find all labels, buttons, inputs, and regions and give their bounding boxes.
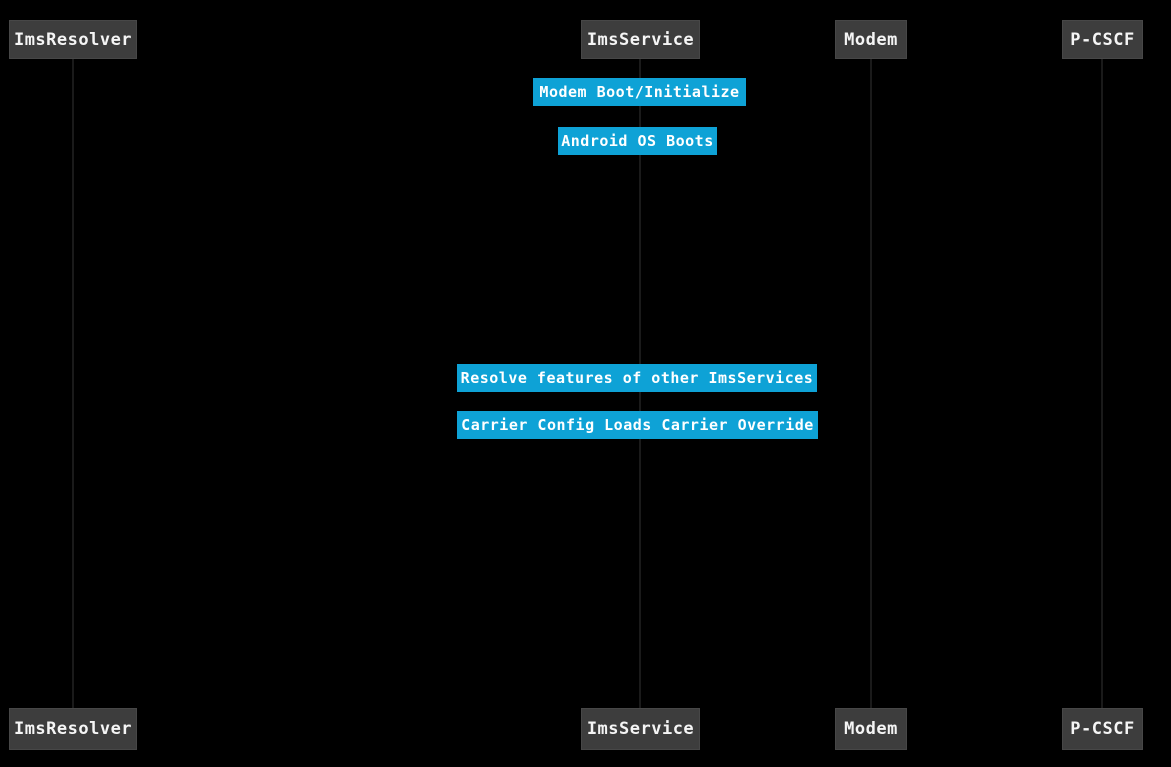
note-carrier-config-loads-carrier-override: Carrier Config Loads Carrier Override [457,411,818,439]
participant-top-modem: Modem [835,20,907,59]
participant-bottom-imsservice: ImsService [581,708,700,750]
participant-bottom-modem: Modem [835,708,907,750]
note-modem-boot-initialize: Modem Boot/Initialize [533,78,746,106]
lifeline-imsresolver [72,59,74,708]
participant-bottom-pcscf: P-CSCF [1062,708,1143,750]
participant-top-pcscf: P-CSCF [1062,20,1143,59]
participant-top-imsresolver: ImsResolver [9,20,137,59]
participant-top-imsservice: ImsService [581,20,700,59]
participant-bottom-imsresolver: ImsResolver [9,708,137,750]
lifeline-pcscf [1101,59,1103,708]
lifeline-modem [870,59,872,708]
note-android-os-boots: Android OS Boots [558,127,717,155]
note-resolve-features-other-imsservices: Resolve features of other ImsServices [457,364,817,392]
